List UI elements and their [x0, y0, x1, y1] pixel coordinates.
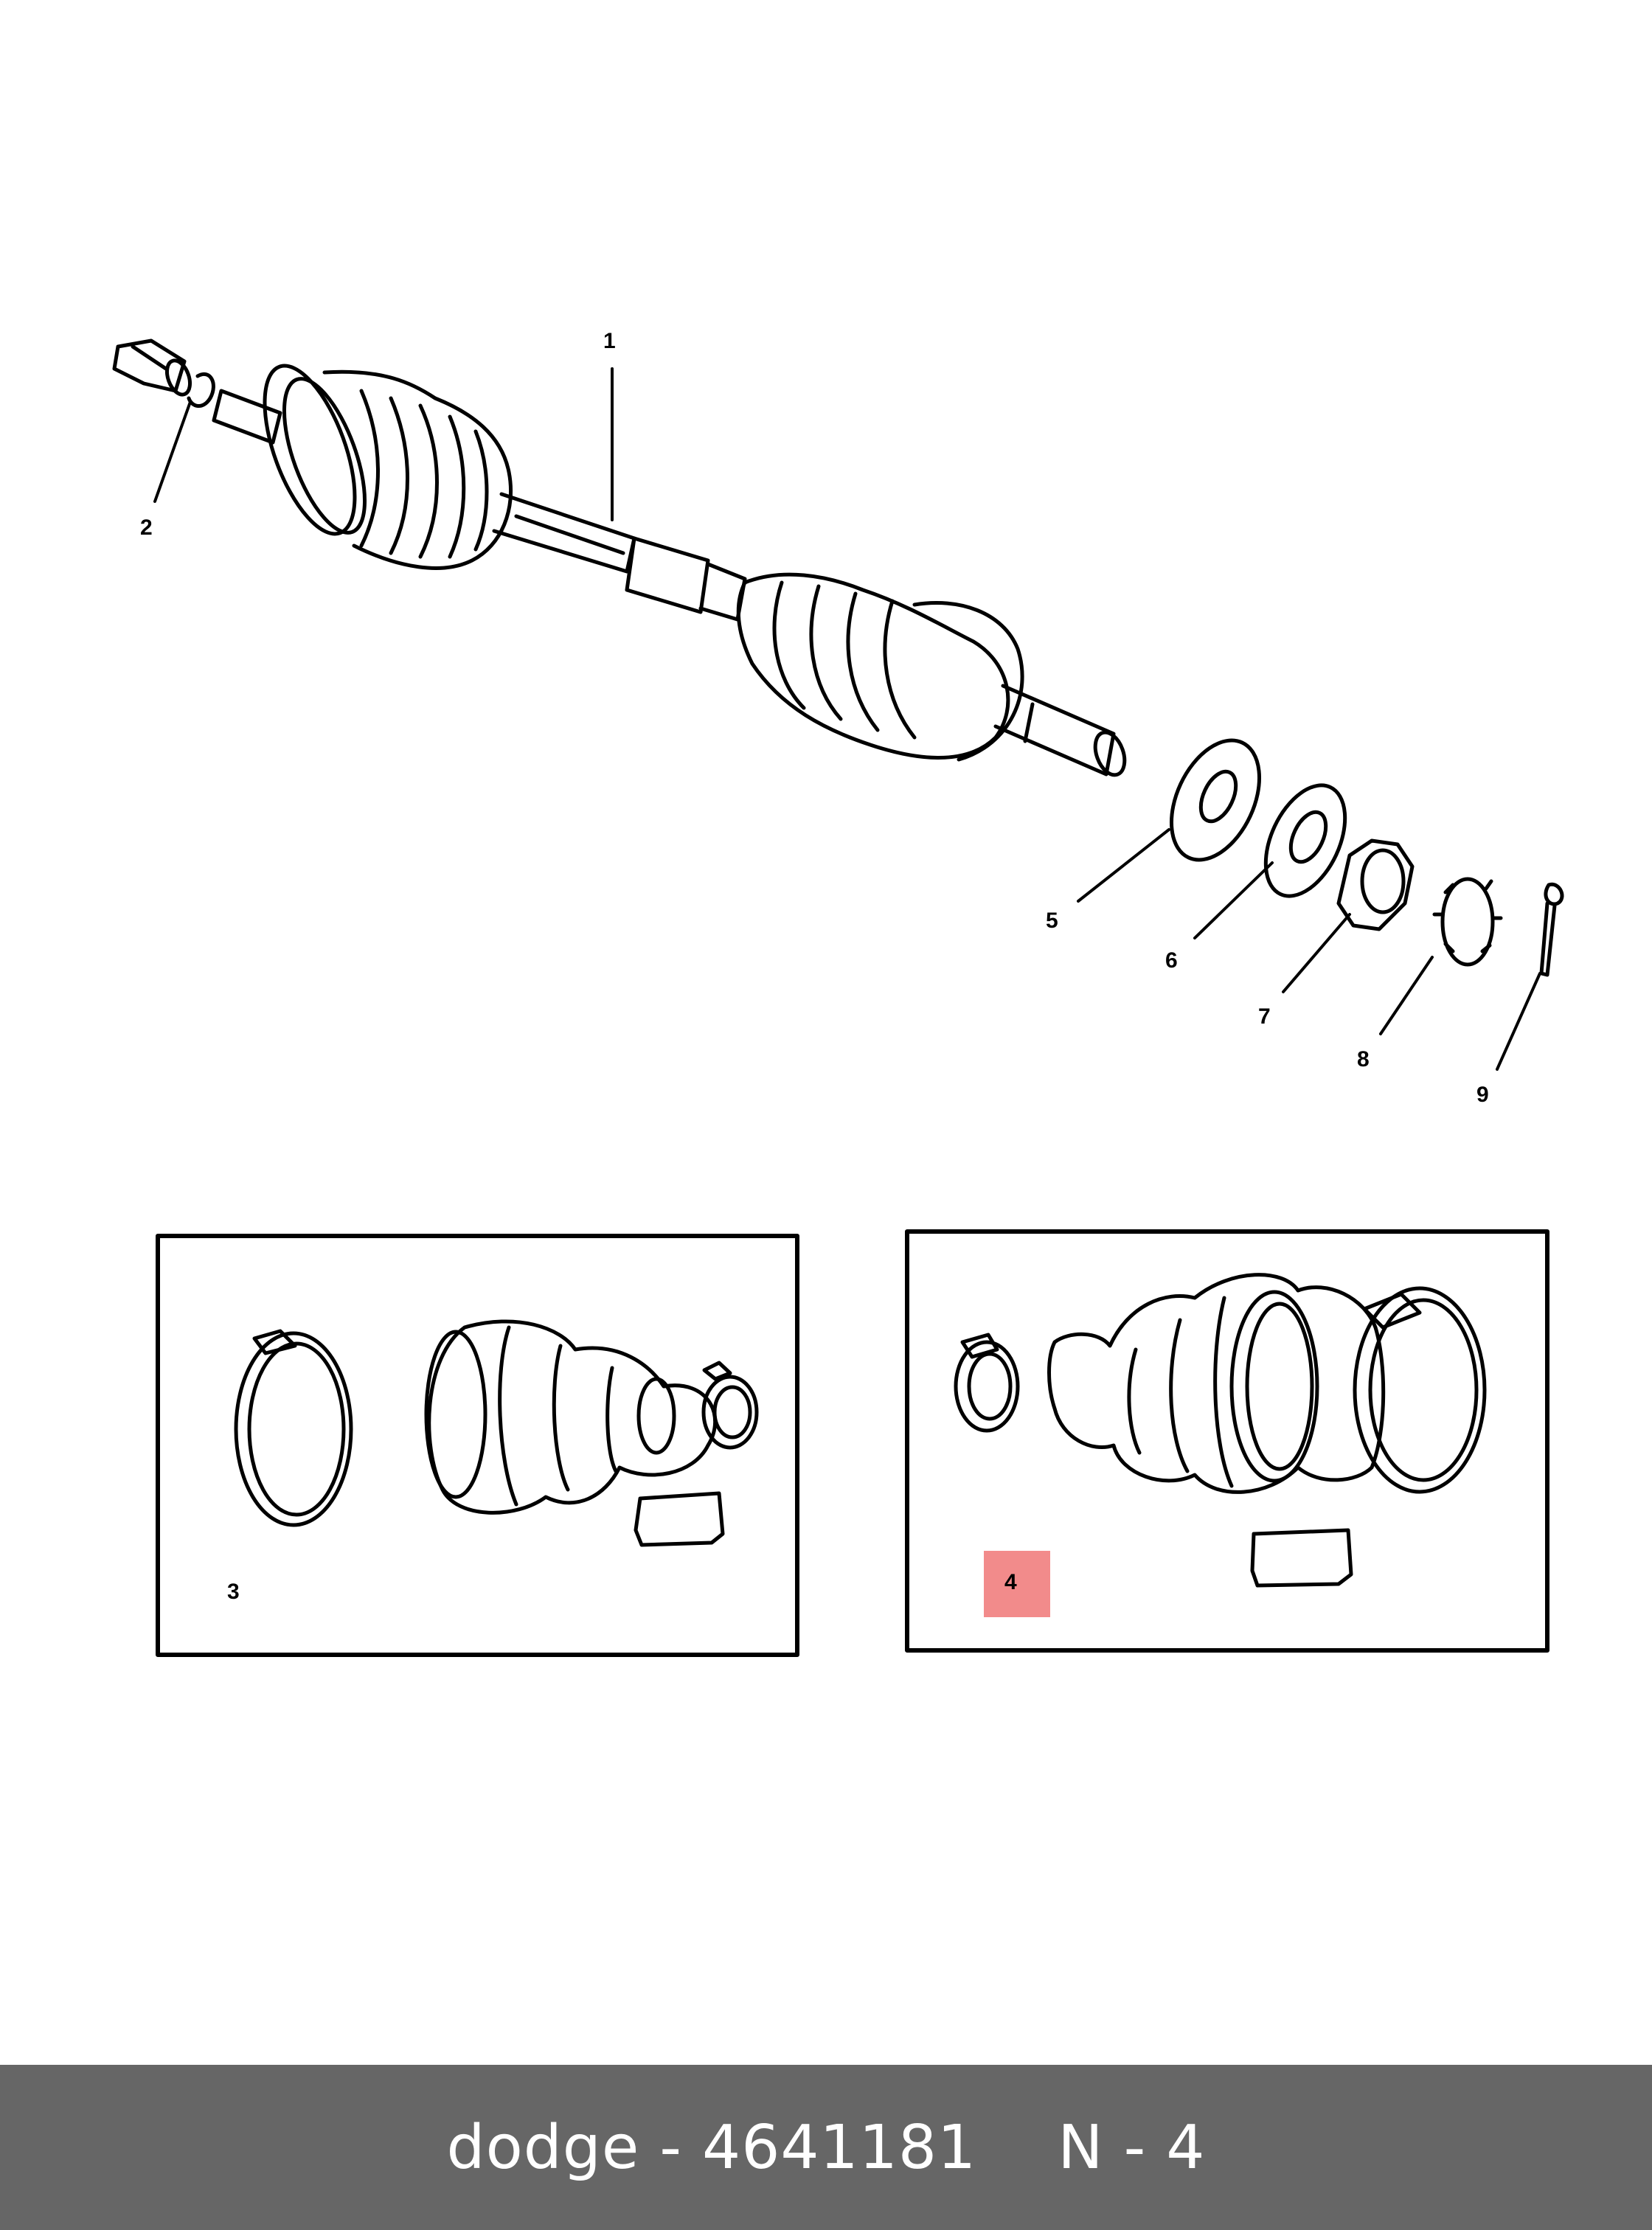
footer-brand-part: dodge - 4641181 [446, 2112, 977, 2183]
callout-9[interactable]: 9 [1476, 1083, 1489, 1107]
callout-4-highlight [984, 1551, 1050, 1617]
parts-diagram: 1 2 3 4 5 6 7 8 9 [112, 329, 1564, 1657]
callout-7[interactable]: 7 [1258, 1004, 1271, 1029]
cotter-pin-9-drawing [1539, 882, 1564, 977]
kit-box-4 [905, 1229, 1549, 1653]
callout-3[interactable]: 3 [227, 1580, 240, 1604]
callout-8[interactable]: 8 [1357, 1047, 1370, 1071]
leader-lines [153, 367, 1541, 1071]
footer-ref: N - 4 [1058, 2112, 1206, 2183]
hex-nut-7-drawing [1336, 838, 1415, 931]
callout-4[interactable]: 4 [1004, 1570, 1017, 1594]
washer-6-drawing [1263, 783, 1347, 898]
callout-2[interactable]: 2 [140, 515, 153, 540]
washer-5-drawing [1169, 738, 1262, 862]
drive-shaft-assembly [112, 338, 1127, 777]
nut-lock-8-drawing [1432, 877, 1503, 967]
footer-bar: dodge - 4641181 N - 4 [0, 2065, 1652, 2230]
kit-box-3 [156, 1234, 799, 1657]
callout-5[interactable]: 5 [1046, 909, 1058, 933]
callout-1[interactable]: 1 [603, 329, 616, 353]
callout-6[interactable]: 6 [1165, 948, 1178, 973]
